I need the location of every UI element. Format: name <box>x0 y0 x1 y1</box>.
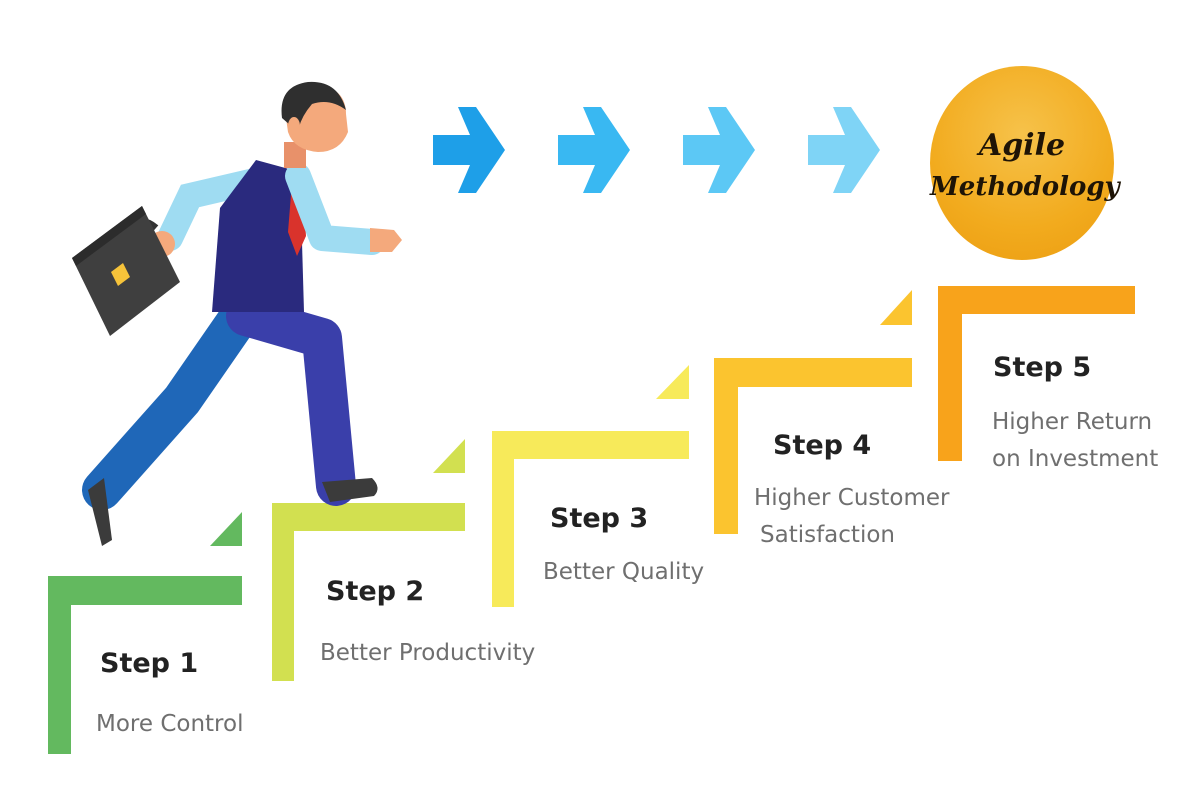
step-4-desc-line-2: Satisfaction <box>760 522 895 548</box>
briefcase-icon <box>72 206 180 336</box>
arrow-1-icon <box>433 107 505 193</box>
step-4-desc-line-1: Higher Customer <box>754 485 950 511</box>
step-1-bracket <box>48 512 242 754</box>
step-5-desc-line-2: on Investment <box>992 446 1159 472</box>
step-4-bracket <box>714 290 912 534</box>
step-1-desc: More Control <box>96 711 244 737</box>
step-3-desc: Better Quality <box>543 559 705 585</box>
step-4-title: Step 4 <box>773 430 872 461</box>
arrow-2-icon <box>558 107 630 193</box>
goal-line-1: Agile <box>978 128 1066 163</box>
step-3-bracket <box>492 365 689 607</box>
goal-line-2: Methodology <box>930 172 1120 202</box>
arrow-3-icon <box>683 107 755 193</box>
agile-methodology-circle: Agile Methodology <box>930 66 1120 260</box>
step-5-bracket <box>938 286 1135 461</box>
step-2-bracket <box>272 439 465 681</box>
step-2-desc: Better Productivity <box>320 640 536 666</box>
step-1-title: Step 1 <box>100 648 199 679</box>
step-5-desc-line-1: Higher Return <box>992 409 1153 435</box>
step-3-title: Step 3 <box>550 503 649 534</box>
arrow-4-icon <box>808 107 880 193</box>
step-5-title: Step 5 <box>993 352 1092 383</box>
step-2-title: Step 2 <box>326 576 425 607</box>
